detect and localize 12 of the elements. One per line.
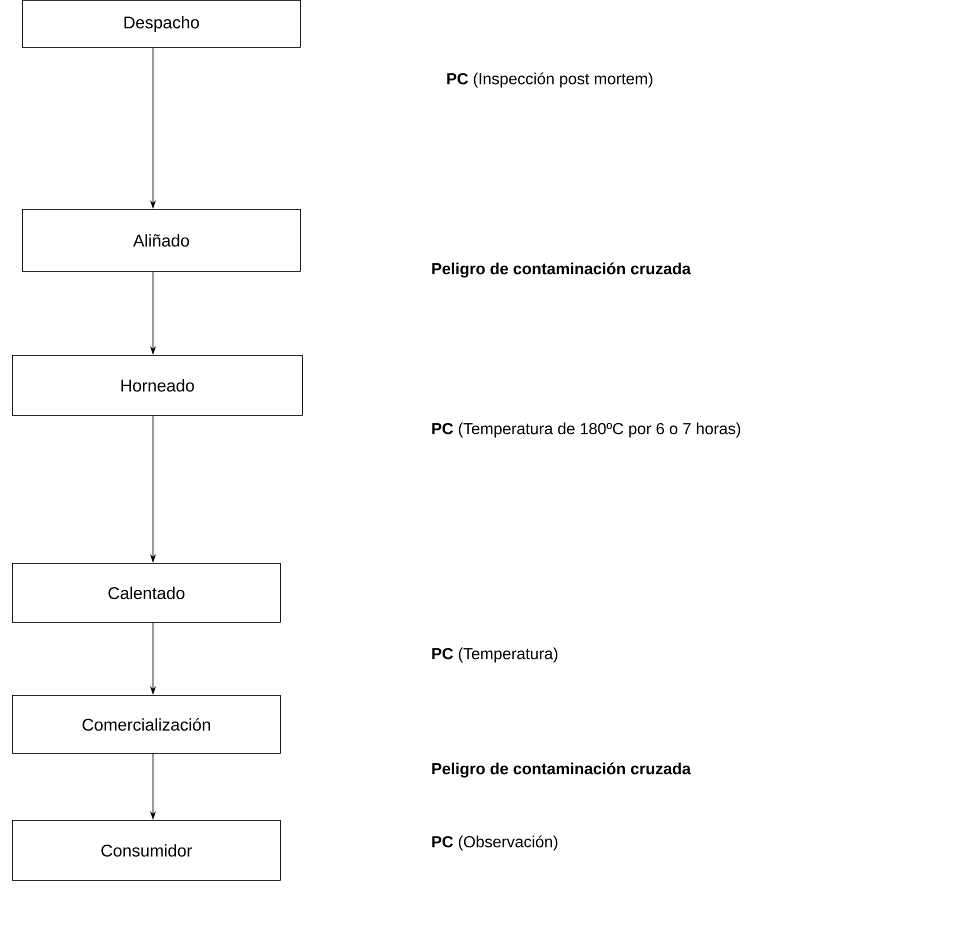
process-box: Aliñado [22, 209, 301, 272]
process-box: Calentado [12, 563, 281, 623]
annotation: PC (Inspección post mortem) [447, 72, 652, 88]
annotation: Peligro de contaminación cruzada [432, 262, 691, 278]
process-box: Comercialización [12, 695, 281, 754]
annotation: PC (Temperatura) [432, 648, 558, 662]
process-box: Consumidor [12, 820, 281, 881]
annotation: PC (Temperatura de 180ºC por 6 o 7 horas) [432, 422, 740, 438]
annotation: PC (Observación) [432, 835, 558, 851]
process-box: Horneado [12, 355, 303, 416]
process-box: Despacho [22, 0, 301, 48]
annotation: Peligro de contaminación cruzada [432, 762, 691, 778]
